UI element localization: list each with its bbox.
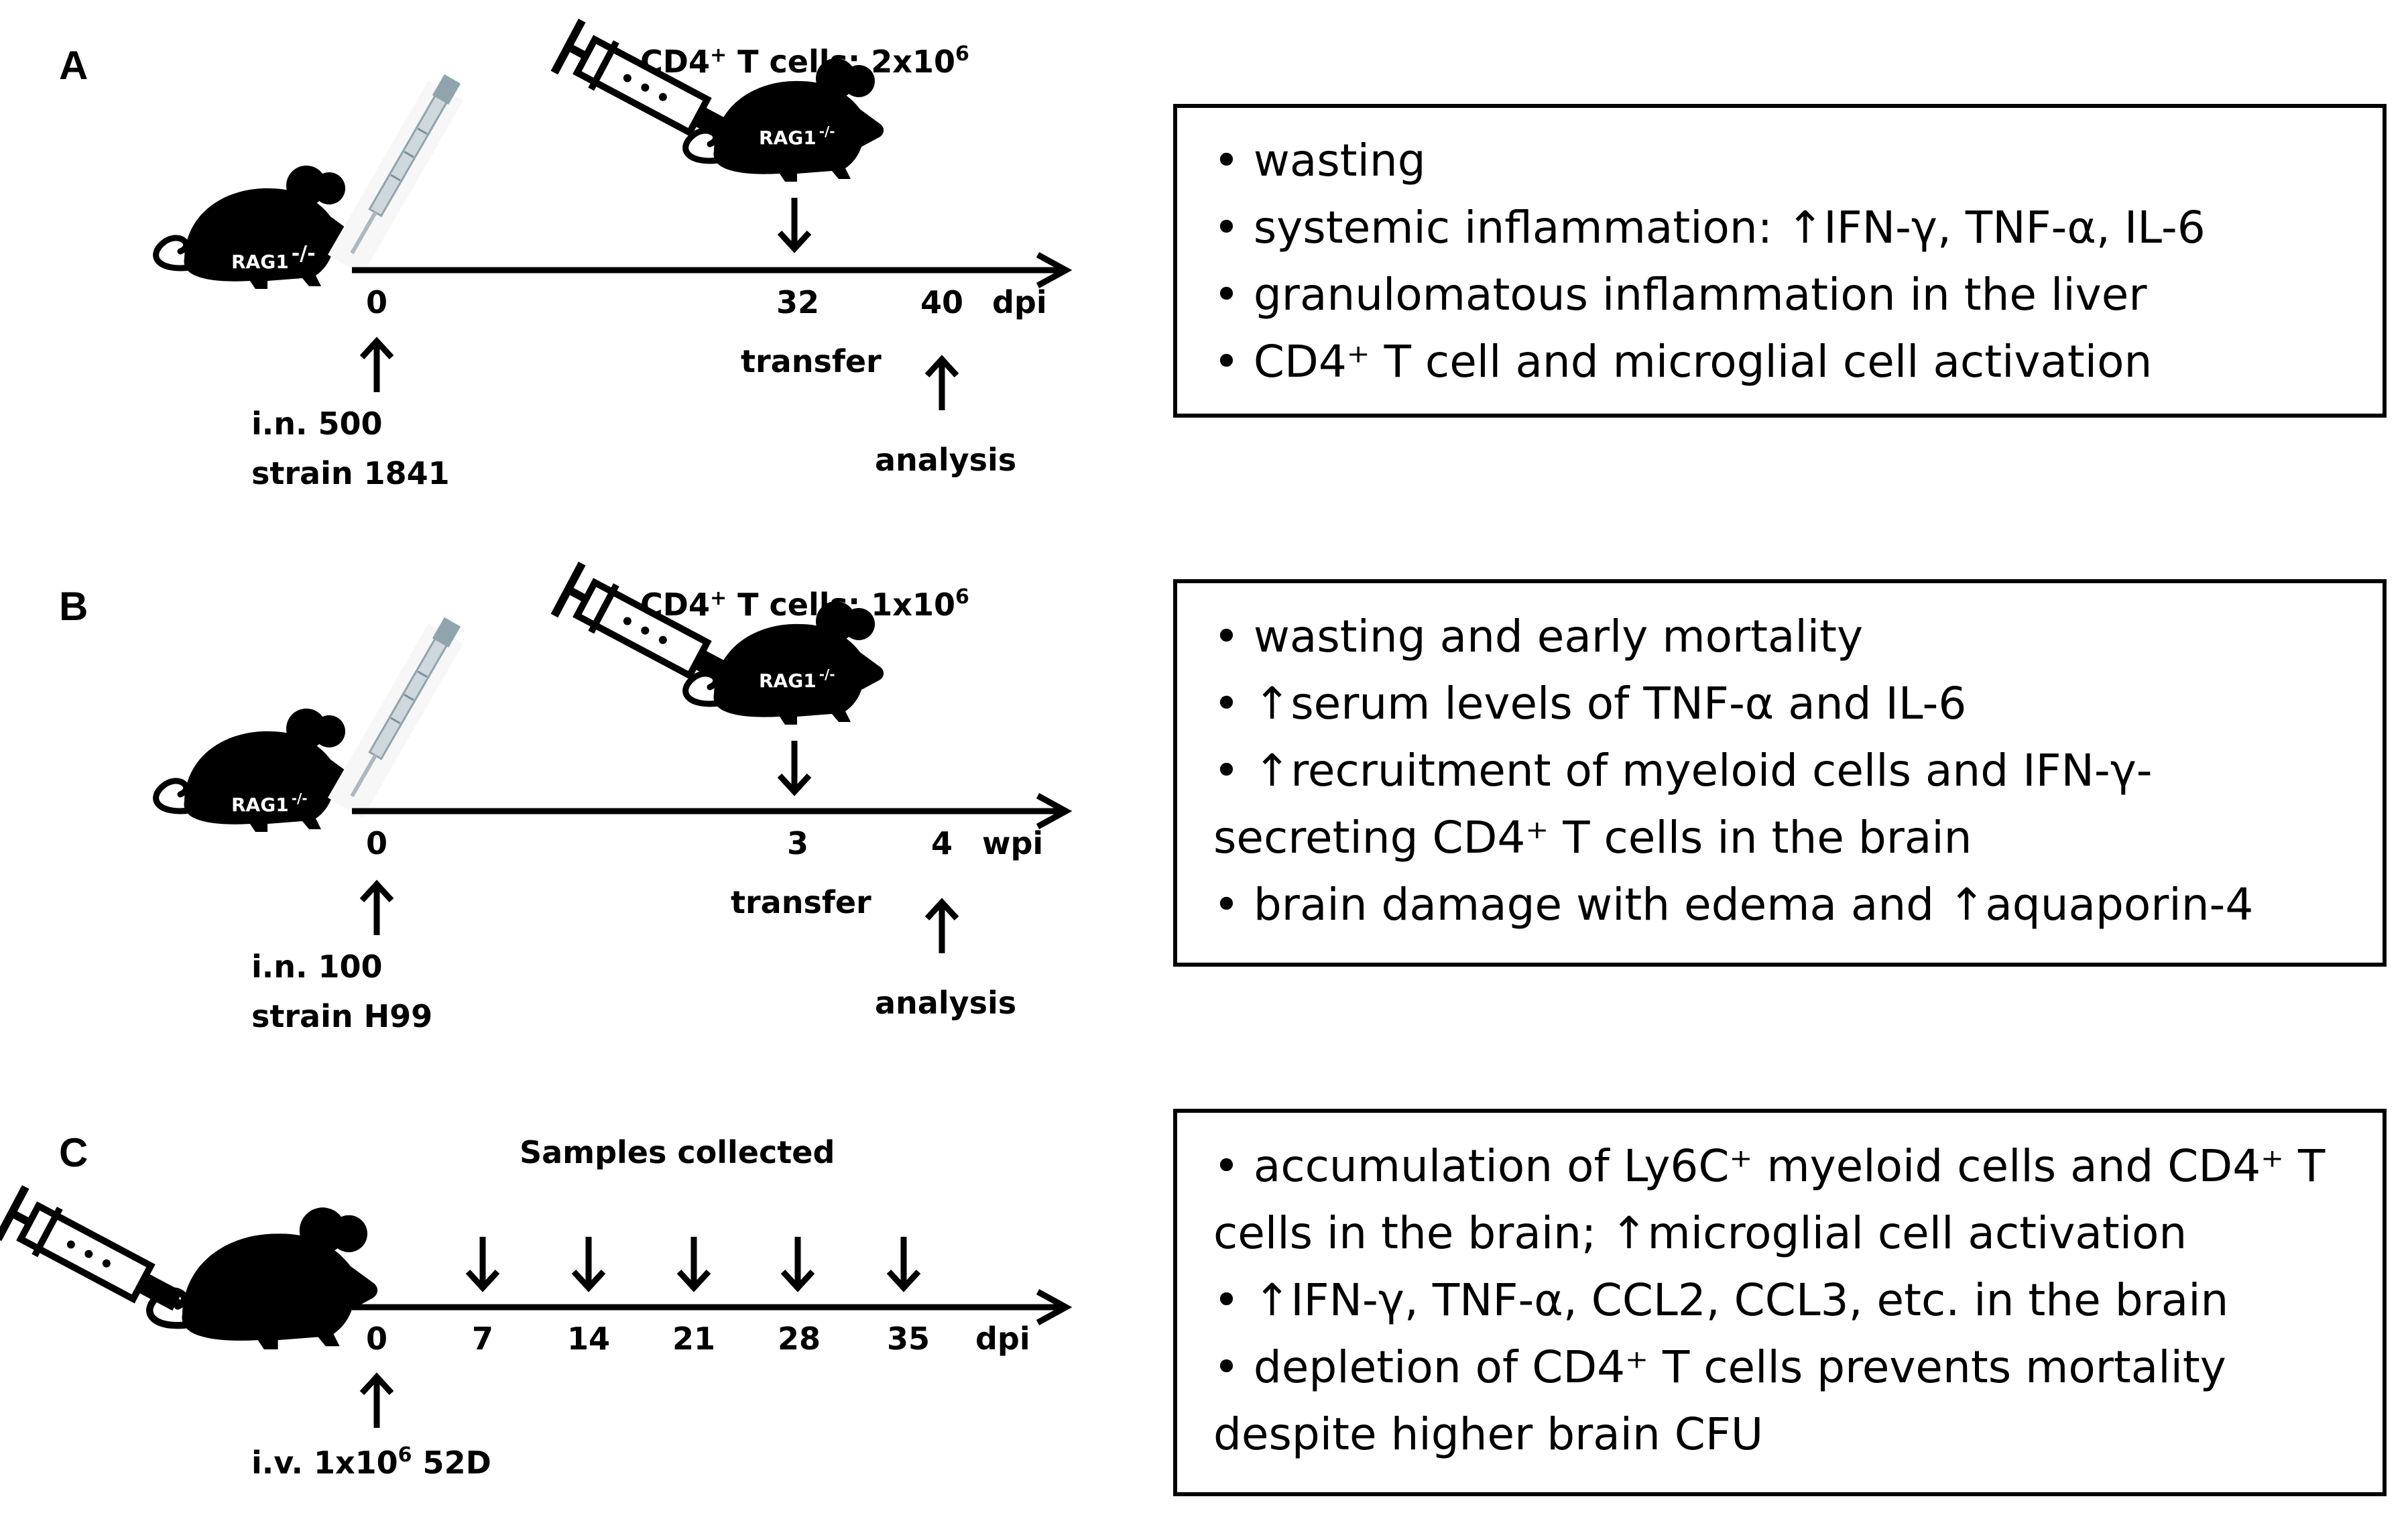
inoculation-up-arrow (362, 884, 392, 935)
inoculation-strain: strain H99 (251, 998, 432, 1034)
inoculation-strain: strain 1841 (251, 455, 450, 491)
analysis-up-arrow (927, 359, 957, 410)
timeline-arrowhead (1036, 793, 1073, 829)
tick-label: 4 (931, 825, 953, 861)
finding-item: • accumulation of Ly6C⁺ myeloid cells an… (1213, 1140, 2326, 1192)
transfer-label: transfer (731, 884, 871, 920)
tick-label: 3 (787, 825, 808, 861)
finding-item: • brain damage with edema and ↑aquaporin… (1213, 879, 2253, 930)
panel-letter-b: B (59, 584, 88, 629)
panel-c: C Samples collected 0 7 14 21 28 35 dpi … (0, 1109, 2387, 1496)
mouse-strain-label: RAG1-/- (231, 790, 308, 816)
tick-label: 0 (366, 284, 387, 320)
transfer-down-arrow (780, 198, 809, 249)
panel-letter-a: A (59, 43, 88, 88)
tick-label: 7 (472, 1321, 493, 1357)
mouse-strain-label: RAG1-/- (759, 123, 835, 149)
timeline-unit: dpi (992, 284, 1047, 320)
tick-label: 14 (567, 1321, 610, 1357)
sampling-down-arrow (783, 1237, 812, 1288)
timeline-unit: wpi (982, 825, 1043, 861)
timeline-arrowhead (1036, 1289, 1073, 1325)
mouse-icon (149, 1207, 377, 1349)
finding-item: • wasting (1213, 135, 1426, 186)
mouse-strain-label: RAG1-/- (231, 242, 316, 273)
finding-item: secreting CD4⁺ T cells in the brain (1213, 812, 1972, 863)
findings-box-b (1173, 579, 2387, 967)
analysis-label: analysis (875, 442, 1016, 478)
tick-label: 28 (778, 1321, 821, 1357)
tick-label: 21 (672, 1321, 715, 1357)
timeline-unit: dpi (975, 1321, 1030, 1357)
transfer-down-arrow (780, 741, 809, 792)
tick-label: 0 (366, 825, 387, 861)
transfer-label: transfer (741, 343, 882, 379)
finding-item: despite higher brain CFU (1213, 1408, 1763, 1460)
finding-item: • depletion of CD4⁺ T cells prevents mor… (1213, 1341, 2226, 1393)
pipette-icon (328, 612, 470, 818)
samples-collected-label: Samples collected (520, 1134, 835, 1170)
findings-box-c (1173, 1109, 2387, 1496)
transferred-cells-label: CD4+ T cells: 1x106 (640, 585, 969, 623)
inoculation-dose: i.n. 100 (251, 949, 383, 985)
tick-label: 40 (920, 284, 963, 320)
inoculation-label: i.v. 1x106 52D (251, 1443, 491, 1481)
transferred-cells-label: CD4+ T cells: 2x106 (640, 42, 969, 80)
inoculation-up-arrow (362, 341, 392, 392)
finding-item: • systemic inflammation: ↑IFN-γ, TNF-α, … (1213, 202, 2206, 253)
sampling-down-arrow (574, 1237, 603, 1288)
pipette-icon (328, 69, 470, 275)
analysis-up-arrow (927, 902, 957, 953)
finding-item: cells in the brain; ↑microglial cell act… (1213, 1207, 2187, 1259)
finding-item: • ↑recruitment of myeloid cells and IFN-… (1213, 745, 2153, 796)
sampling-down-arrow (468, 1237, 497, 1288)
panel-letter-c: C (59, 1130, 88, 1175)
finding-item: • ↑IFN-γ, TNF-α, CCL2, CCL3, etc. in the… (1213, 1274, 2228, 1326)
finding-item: • wasting and early mortality (1213, 611, 1863, 662)
sampling-down-arrow (679, 1237, 709, 1288)
panel-a: A RAG1-/- CD4+ T cells: 2x106 RAG1-/- 0 … (59, 21, 2387, 491)
tick-label: 32 (776, 284, 819, 320)
inoculation-up-arrow (362, 1377, 392, 1428)
panel-b: B RAG1-/- CD4+ T cells: 1x106 RAG1-/- 0 … (59, 564, 2387, 1034)
sampling-down-arrow (889, 1237, 918, 1288)
analysis-label: analysis (875, 985, 1016, 1021)
timeline-arrowhead (1036, 252, 1073, 288)
finding-item: • granulomatous inflammation in the live… (1213, 269, 2147, 320)
inoculation-dose: i.n. 500 (251, 406, 383, 442)
mouse-strain-label: RAG1-/- (759, 666, 835, 692)
finding-item: • CD4⁺ T cell and microglial cell activa… (1213, 336, 2152, 387)
findings-box-a (1173, 104, 2387, 418)
tick-label: 0 (366, 1321, 387, 1357)
finding-item: • ↑serum levels of TNF-α and IL-6 (1213, 678, 1966, 729)
tick-label: 35 (887, 1321, 930, 1357)
